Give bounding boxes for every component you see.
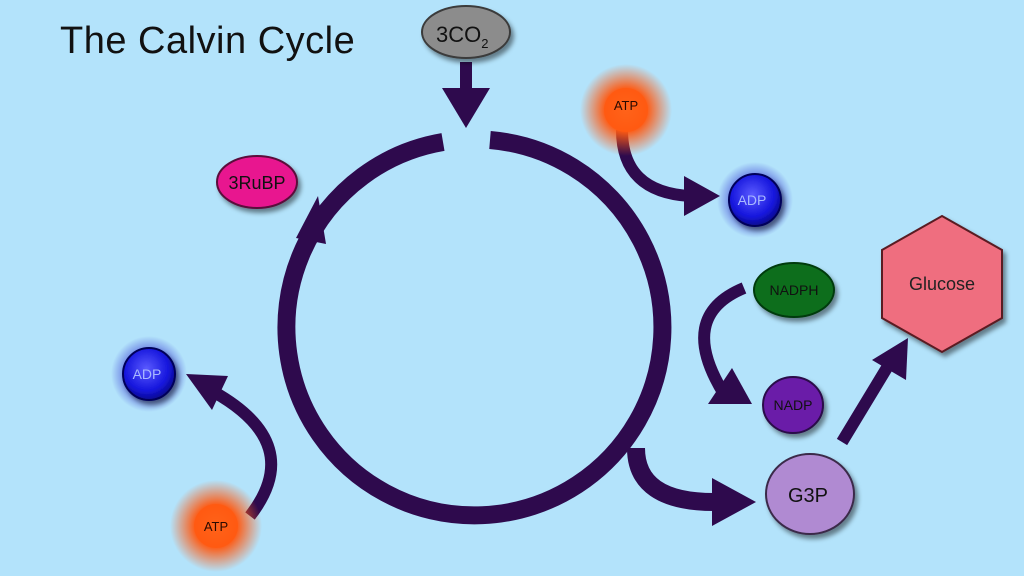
ring-arrow-head-rubp xyxy=(296,196,326,244)
co2-arrow xyxy=(442,62,490,128)
rubp-molecule xyxy=(216,155,298,209)
atp-top-label: ATP xyxy=(614,98,638,113)
nadph-label: NADPH xyxy=(769,282,818,298)
atp-top-burst xyxy=(580,64,672,156)
adp-left-label: ADP xyxy=(133,366,162,382)
nadph-to-nadp-arrow xyxy=(698,282,752,404)
co2-molecule xyxy=(421,5,511,59)
glucose-label: Glucose xyxy=(909,274,975,294)
co2-subscript: 2 xyxy=(481,36,488,51)
nadp-label: NADP xyxy=(774,397,813,413)
atp-bottom-label: ATP xyxy=(204,519,228,534)
rubp-label: 3RuBP xyxy=(228,173,285,193)
adp-top-molecule xyxy=(717,162,793,238)
nadph-molecule xyxy=(753,262,835,318)
glucose-molecule xyxy=(881,214,1003,354)
page-title: The Calvin Cycle xyxy=(60,20,356,62)
atp-bottom-burst xyxy=(170,480,262,572)
g3p-label: G3P xyxy=(788,485,828,507)
adp-left-molecule xyxy=(111,336,187,412)
atp-to-adp-left-arrow xyxy=(186,374,278,520)
svg-text:3CO2: 3CO2 xyxy=(436,22,488,51)
cycle-to-g3p-arrow xyxy=(627,447,756,526)
co2-label: 3CO xyxy=(436,22,481,47)
g3p-to-glucose-arrow xyxy=(836,338,908,446)
g3p-molecule xyxy=(765,453,855,535)
adp-top-label: ADP xyxy=(738,192,767,208)
nadp-molecule xyxy=(762,376,824,434)
cycle-ring xyxy=(277,131,672,525)
